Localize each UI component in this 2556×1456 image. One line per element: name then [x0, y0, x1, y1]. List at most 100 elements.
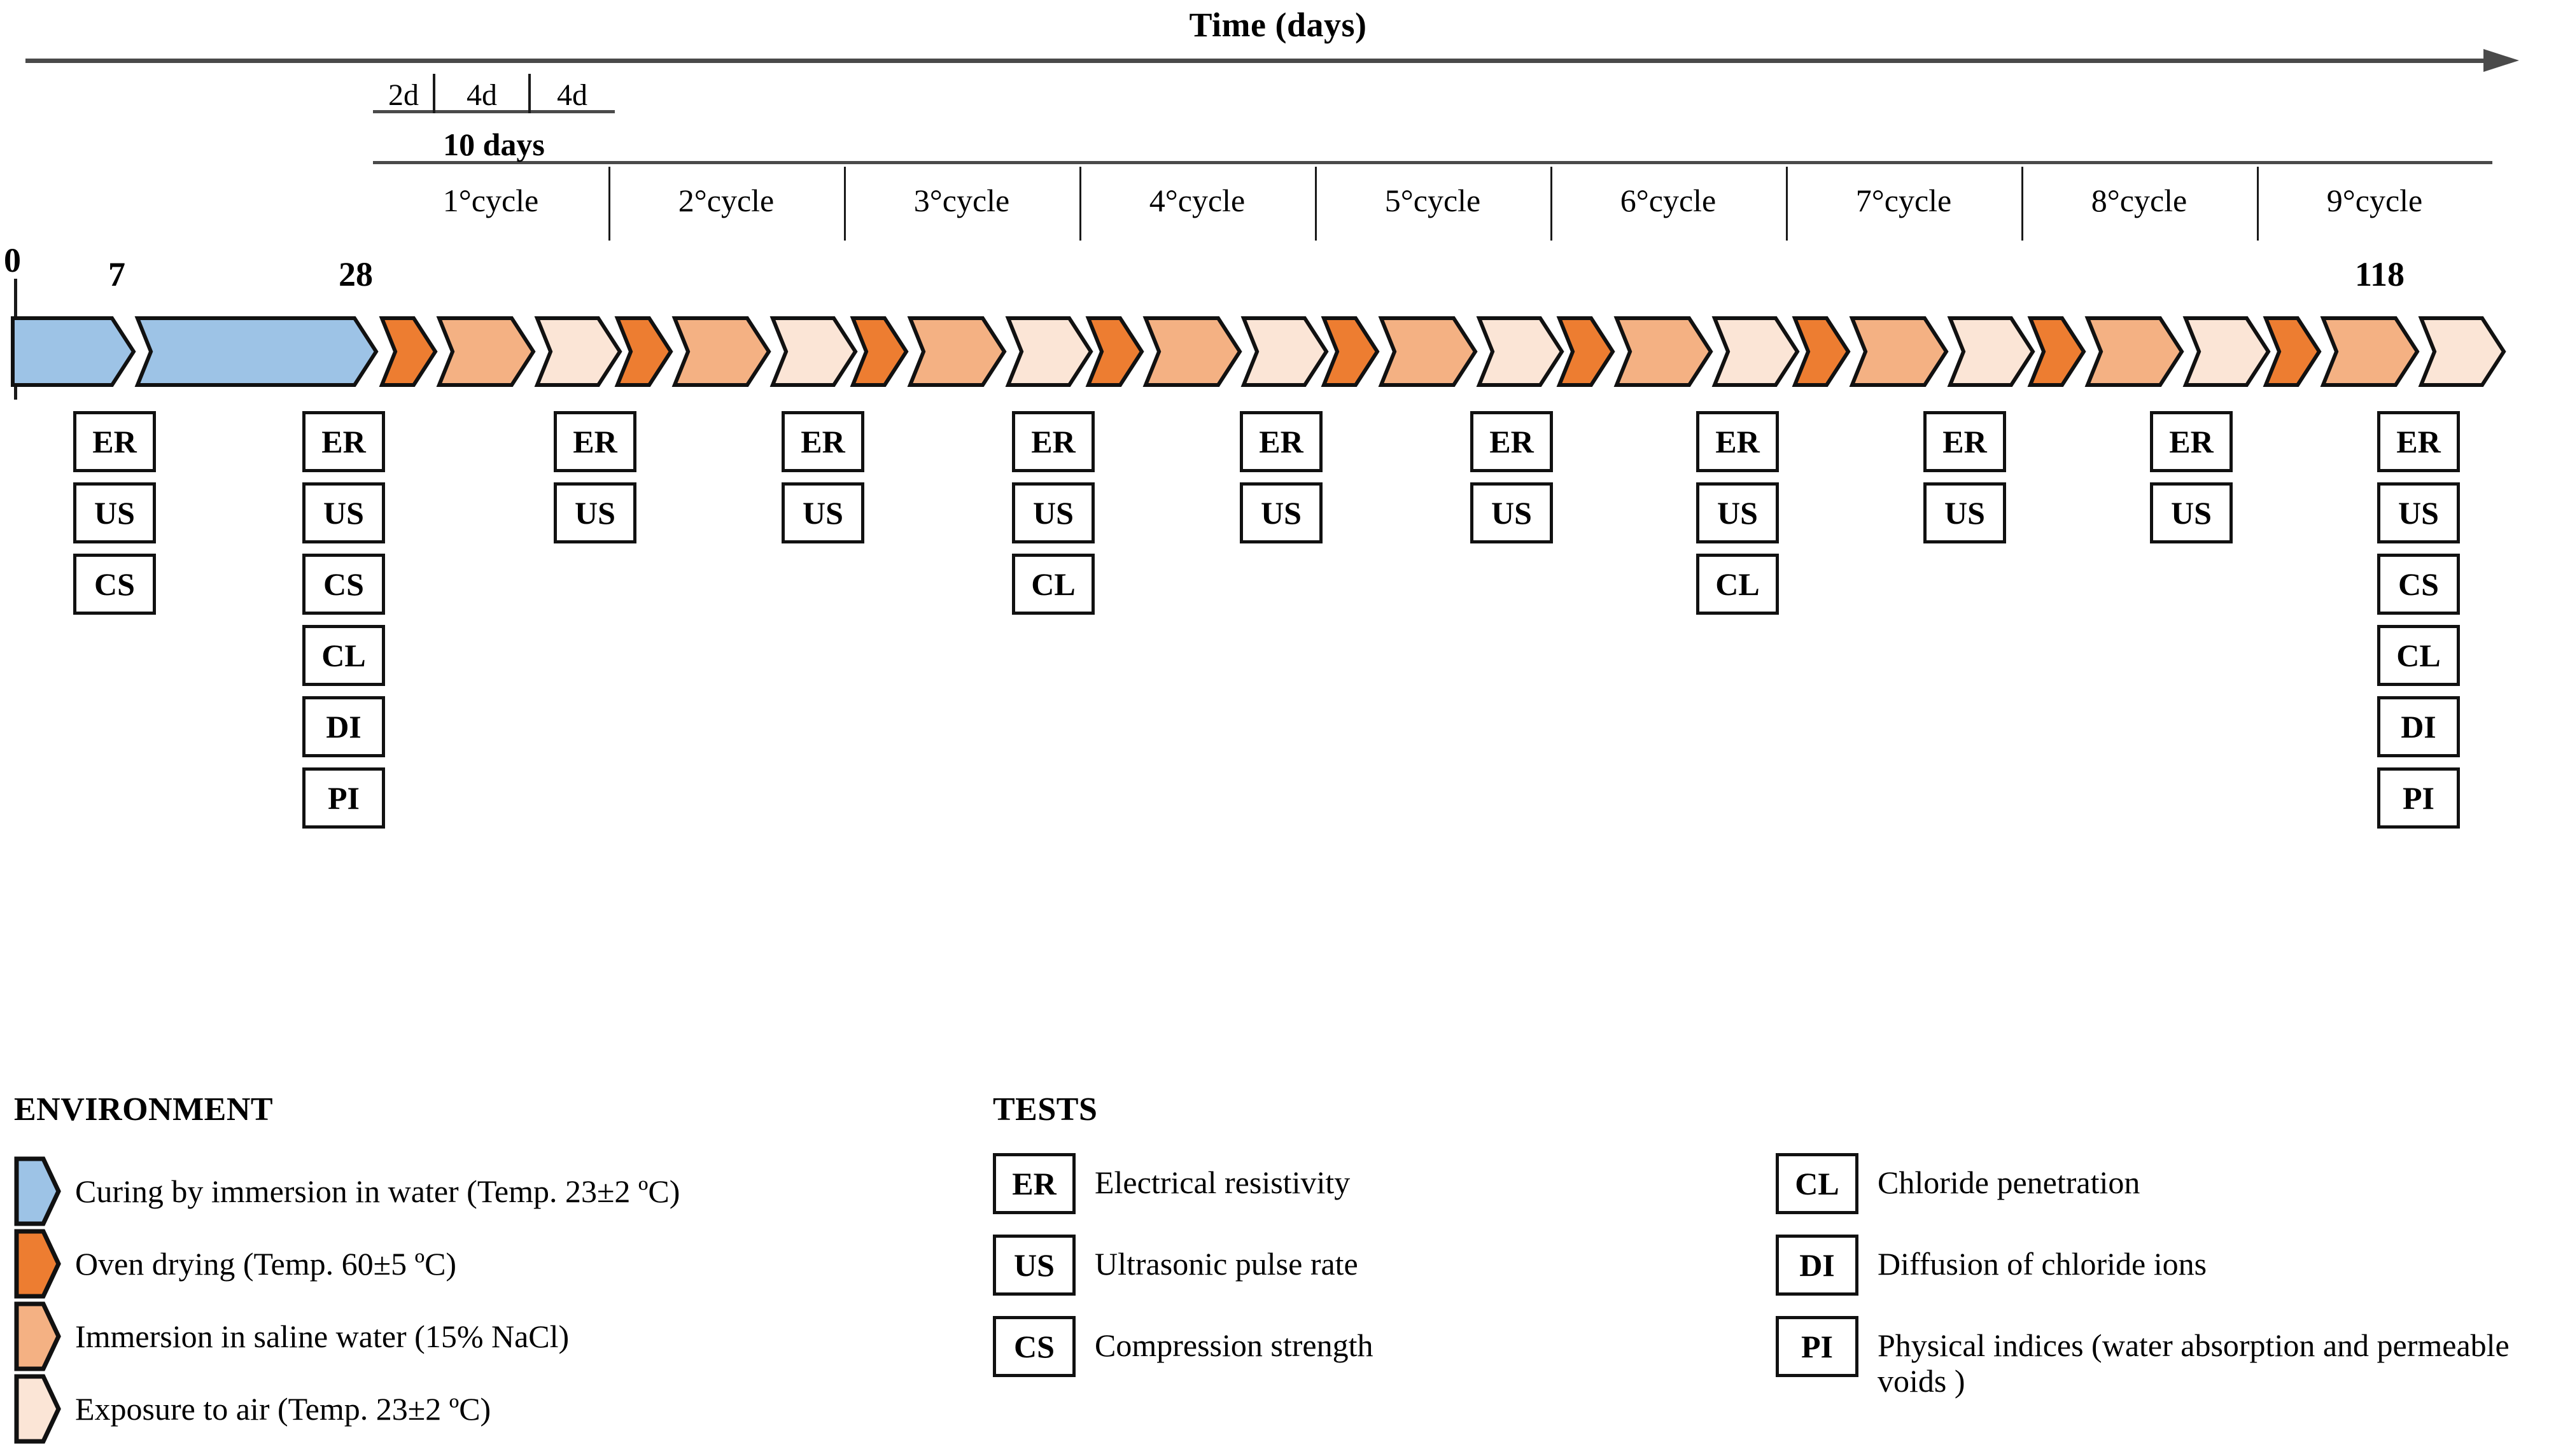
cycle-divider-7: [2021, 167, 2023, 241]
test-legend-box-cl[interactable]: CL: [1776, 1153, 1858, 1214]
timeline-arrow-air-exposure-cycle-3: [1005, 316, 1093, 387]
test-legend-box-di[interactable]: DI: [1776, 1235, 1858, 1296]
tests-legend-left-row-cs: CS Compression strength: [993, 1316, 1373, 1399]
test-legend-box-pi[interactable]: PI: [1776, 1316, 1858, 1377]
environment-legend-label-2: Oven drying (Temp. 60±5 ºC): [75, 1245, 457, 1282]
timeline-arrow-air-exposure-cycle-6: [1711, 316, 1800, 387]
ten-day-label: 10 days: [443, 127, 545, 162]
cycle-divider-4: [1315, 167, 1317, 241]
test-legend-label-cl: Chloride penetration: [1878, 1165, 2140, 1200]
test-box-day-28-er[interactable]: ER: [302, 411, 385, 472]
test-box-cycle-1-er[interactable]: ER: [554, 411, 636, 472]
test-box-day-118-cs[interactable]: CS: [2377, 554, 2460, 615]
cycle-label-2: 2°cycle: [678, 183, 775, 218]
test-box-cycle-7-us[interactable]: US: [1923, 482, 2006, 543]
test-box-day-118-di[interactable]: DI: [2377, 696, 2460, 757]
test-box-day-118-cl[interactable]: CL: [2377, 625, 2460, 686]
subcycle-baseline: [373, 110, 615, 113]
timeline-arrow-oven-drying-cycle-3: [850, 316, 909, 387]
test-column-cycle-2: ER US: [782, 411, 864, 554]
test-box-cycle-3-cl[interactable]: CL: [1012, 554, 1095, 615]
test-box-cycle-4-us[interactable]: US: [1240, 482, 1323, 543]
day-tick-label-0: 0: [4, 241, 21, 279]
test-box-day-118-us[interactable]: US: [2377, 482, 2460, 543]
test-column-cycle-5: ER US: [1470, 411, 1553, 554]
timeline-arrow-air-exposure-cycle-7: [1947, 316, 2035, 387]
timeline-arrow-oven-drying-cycle-6: [1556, 316, 1615, 387]
test-column-cycle-3: ER US CL: [1012, 411, 1095, 625]
subcycle-segment-label-3: 4d: [557, 78, 587, 112]
cycle-divider-2: [844, 167, 846, 241]
test-box-day-118-pi[interactable]: PI: [2377, 767, 2460, 829]
time-axis-shaft: [25, 59, 2495, 63]
test-column-cycle-7: ER US: [1923, 411, 2006, 554]
test-box-cycle-2-us[interactable]: US: [782, 482, 864, 543]
test-box-cycle-5-us[interactable]: US: [1470, 482, 1553, 543]
timeline-arrow-oven-drying-cycle-8: [2027, 316, 2086, 387]
test-box-cycle-4-er[interactable]: ER: [1240, 411, 1323, 472]
environment-legend-row-2: Oven drying (Temp. 60±5 ºC): [14, 1226, 456, 1302]
day-tick-label-28: 28: [339, 255, 373, 293]
day-tick-label-7: 7: [108, 255, 125, 293]
test-box-day-7-er[interactable]: ER: [73, 411, 156, 472]
test-box-cycle-3-us[interactable]: US: [1012, 482, 1095, 543]
test-legend-label-cs: Compression strength: [1095, 1327, 1373, 1363]
ten-day-bracket: 10 days: [373, 118, 2492, 164]
environment-swatch-curing-blue-icon: [14, 1156, 61, 1226]
test-box-day-28-us[interactable]: US: [302, 482, 385, 543]
environment-legend-row-3: Immersion in saline water (15% NaCl): [14, 1298, 569, 1375]
environment-legend-title: ENVIRONMENT: [14, 1091, 274, 1128]
test-legend-box-us[interactable]: US: [993, 1235, 1076, 1296]
time-axis-arrow: [25, 49, 2527, 72]
cycle-label-1: 1°cycle: [442, 183, 539, 218]
timeline-arrow-air-exposure-cycle-8: [2182, 316, 2271, 387]
timeline-arrow-air-exposure-cycle-9: [2418, 316, 2506, 387]
subcycle-segment-label-1: 2d: [388, 78, 419, 112]
test-box-cycle-6-us[interactable]: US: [1696, 482, 1779, 543]
test-box-cycle-6-cl[interactable]: CL: [1696, 554, 1779, 615]
test-box-day-7-cs[interactable]: CS: [73, 554, 156, 615]
cycle-label-6: 6°cycle: [1620, 183, 1717, 218]
test-box-day-7-us[interactable]: US: [73, 482, 156, 543]
cycle-divider-8: [2257, 167, 2259, 241]
test-box-day-118-er[interactable]: ER: [2377, 411, 2460, 472]
test-box-cycle-6-er[interactable]: ER: [1696, 411, 1779, 472]
test-box-cycle-3-er[interactable]: ER: [1012, 411, 1095, 472]
test-box-cycle-5-er[interactable]: ER: [1470, 411, 1553, 472]
time-axis-title: Time (days): [1189, 6, 1367, 44]
tests-legend-right-row-pi: PI Physical indices (water absorption and…: [1776, 1316, 2556, 1399]
test-legend-label-pi: Physical indices (water absorption and p…: [1878, 1327, 2510, 1399]
test-box-cycle-2-er[interactable]: ER: [782, 411, 864, 472]
environment-swatch-air-cream-icon: [14, 1374, 61, 1444]
test-box-cycle-8-er[interactable]: ER: [2150, 411, 2233, 472]
time-axis-arrowhead: [2483, 49, 2519, 72]
timeline-arrow-saline-immersion-cycle-6: [1613, 316, 1713, 387]
test-box-day-28-cl[interactable]: CL: [302, 625, 385, 686]
test-box-day-28-di[interactable]: DI: [302, 696, 385, 757]
timeline-arrow-saline-immersion-cycle-9: [2320, 316, 2420, 387]
timeline-arrow-oven-drying-cycle-5: [1321, 316, 1380, 387]
subcycle-segment-label-2: 4d: [467, 78, 497, 112]
test-column-cycle-4: ER US: [1240, 411, 1323, 554]
day-tick-label-118: 118: [2355, 255, 2405, 293]
test-box-day-28-cs[interactable]: CS: [302, 554, 385, 615]
cycle-divider-5: [1550, 167, 1552, 241]
test-legend-box-cs[interactable]: CS: [993, 1316, 1076, 1377]
cycle-label-5: 5°cycle: [1384, 183, 1481, 218]
timeline-arrow-oven-drying-cycle-4: [1085, 316, 1144, 387]
test-box-cycle-7-er[interactable]: ER: [1923, 411, 2006, 472]
environment-swatch-saline-salmon-icon: [14, 1301, 61, 1371]
test-box-day-28-pi[interactable]: PI: [302, 767, 385, 829]
test-column-cycle-6: ER US CL: [1696, 411, 1779, 625]
environment-legend-row-4: Exposure to air (Temp. 23±2 ºC): [14, 1371, 491, 1447]
test-box-cycle-8-us[interactable]: US: [2150, 482, 2233, 543]
test-legend-box-er[interactable]: ER: [993, 1153, 1076, 1214]
timeline-arrow-saline-immersion-cycle-1: [436, 316, 536, 387]
test-box-cycle-1-us[interactable]: US: [554, 482, 636, 543]
timeline-arrow-oven-drying-cycle-7: [1792, 316, 1851, 387]
test-column-day-7: ER US CS: [73, 411, 156, 625]
timeline-arrow-oven-drying-cycle-2: [614, 316, 673, 387]
environment-legend-label-3: Immersion in saline water (15% NaCl): [75, 1318, 570, 1354]
